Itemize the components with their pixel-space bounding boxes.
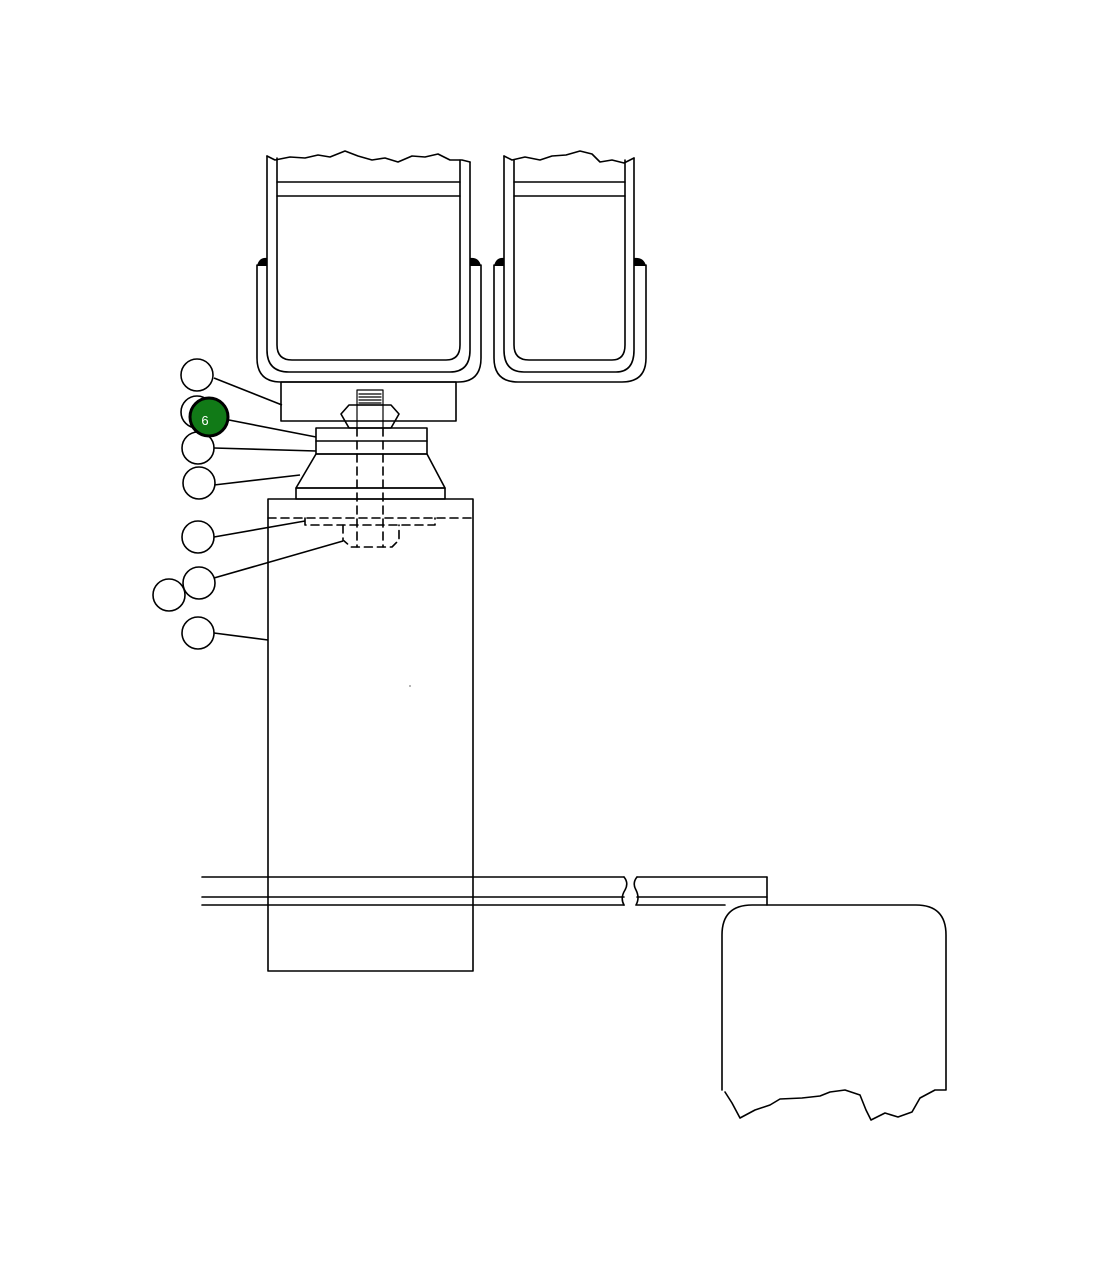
callout-6 <box>182 566 216 600</box>
left-u-channel <box>256 150 482 383</box>
speck <box>409 685 411 687</box>
hex-nut <box>340 404 400 429</box>
hidden-nut <box>342 524 400 548</box>
tapered-isolator <box>295 453 446 489</box>
right-u-channel <box>493 150 647 383</box>
washer-plate <box>315 427 428 455</box>
callout-8 <box>181 616 215 650</box>
callout-7 <box>152 578 186 612</box>
callout-4 <box>182 466 216 500</box>
lower-block <box>721 904 947 1121</box>
hidden-nut-plate <box>304 517 436 526</box>
mounting-block <box>280 381 457 422</box>
callout-5 <box>181 520 215 554</box>
leader-lines <box>213 377 344 641</box>
threaded-stud <box>356 389 384 406</box>
hidden-bolt <box>356 427 384 548</box>
support-column <box>267 498 474 972</box>
base-plate <box>295 487 446 500</box>
callout-1 <box>180 358 214 392</box>
horizontal-beam <box>201 876 768 906</box>
callout-2-label: 6 <box>201 413 208 428</box>
callout-2[interactable]: 6 <box>188 396 230 438</box>
